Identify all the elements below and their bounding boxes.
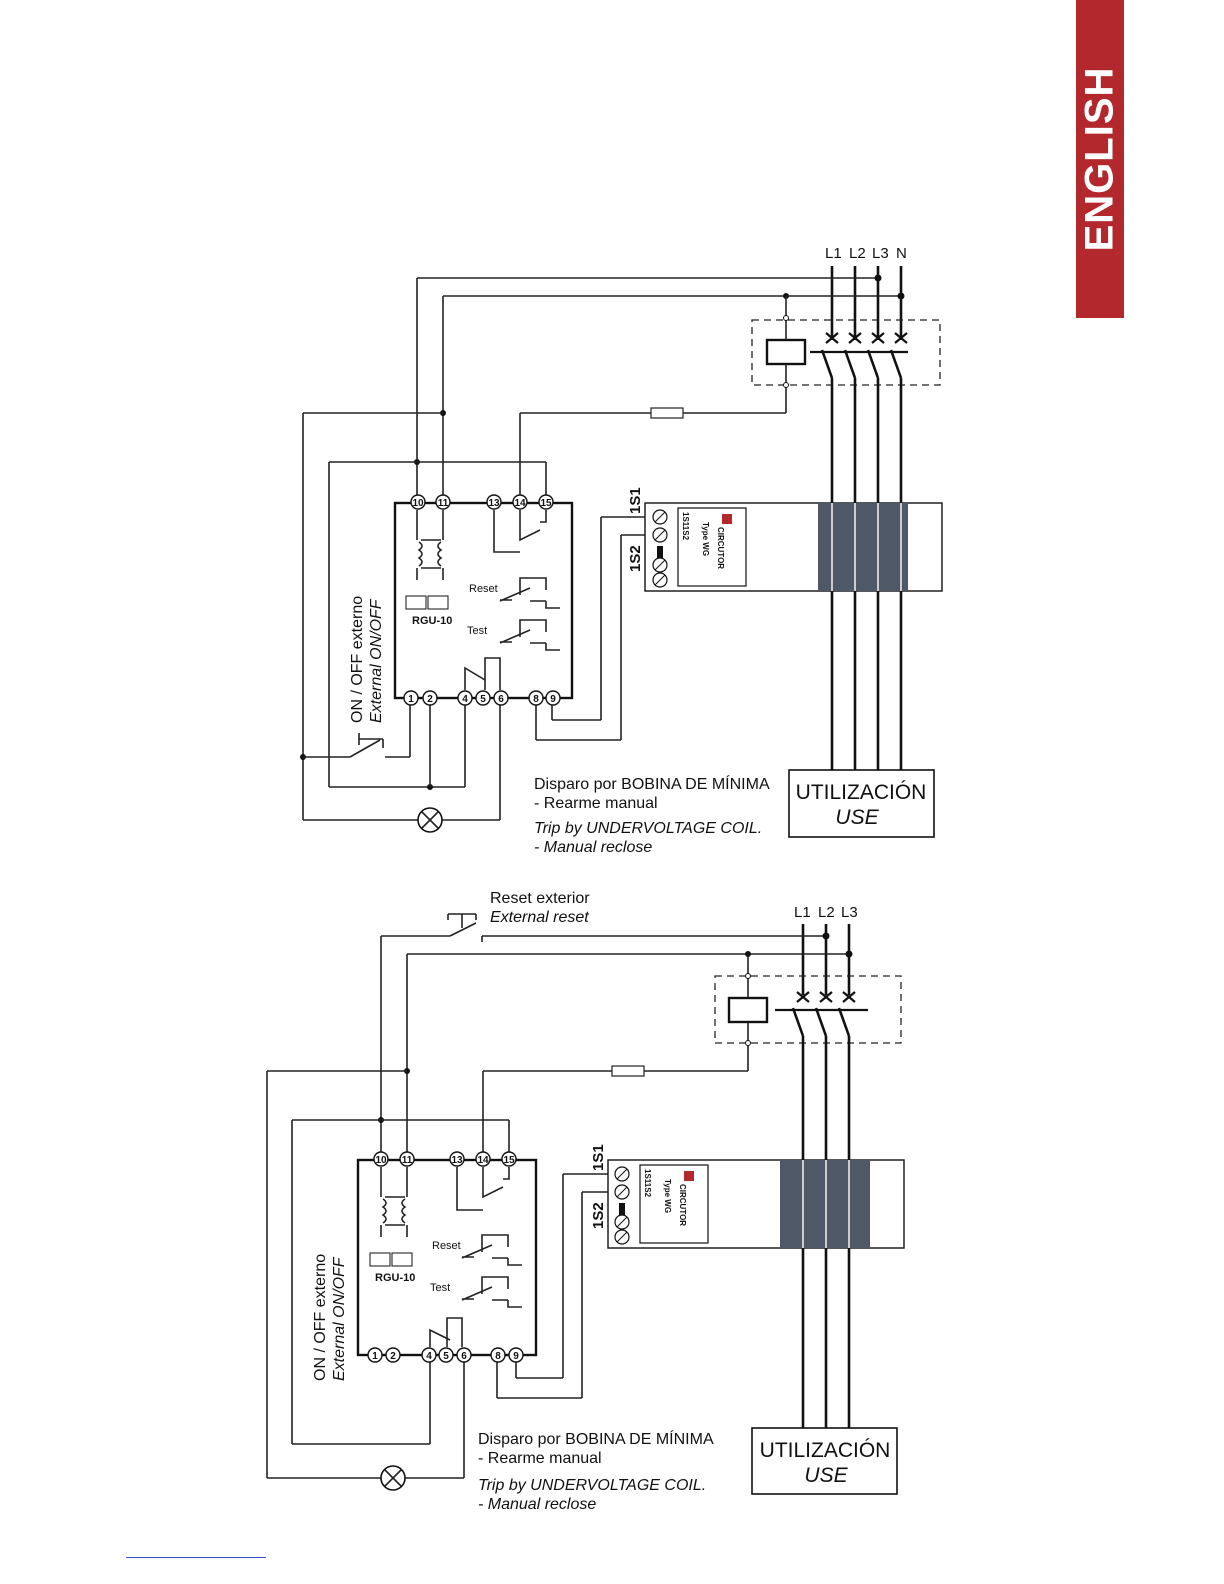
terminal-4: 4 (426, 1351, 432, 1362)
onoff-label-en: External ON/OFF (368, 598, 385, 723)
test-button-label: Test (467, 625, 487, 637)
load-label-es: UTILIZACIÓN (760, 1439, 891, 1462)
wg-code-label: 1S11S2 (643, 1169, 652, 1198)
relay-internals (405, 510, 560, 690)
terminal-14: 14 (477, 1155, 489, 1166)
terminals-top-row: 10 11 13 14 15 (410, 494, 554, 510)
terminal-13: 13 (451, 1155, 463, 1166)
indicator-lamp (380, 1465, 406, 1491)
footnote-separator (126, 1557, 266, 1558)
terminal-15: 15 (503, 1155, 515, 1166)
terminal-10: 10 (375, 1155, 387, 1166)
caption-es-line1: Disparo por BOBINA DE MÍNIMA (478, 1429, 714, 1448)
wiring-top (300, 274, 905, 821)
undervoltage-coil (765, 338, 807, 366)
wg-code-label: 1S11S2 (681, 512, 690, 541)
terminal-4: 4 (462, 694, 468, 705)
caption-es-line2: - Rearme manual (534, 795, 658, 812)
caption-en-line1: Trip by UNDERVOLTAGE COIL. (478, 1477, 706, 1494)
terminal-10: 10 (412, 498, 424, 509)
onoff-label-es: ON / OFF externo (312, 1254, 329, 1381)
caption-en-line2: - Manual reclose (478, 1496, 596, 1513)
load-label-en: USE (835, 806, 879, 829)
wg-transformer (607, 1159, 905, 1249)
terminal-15: 15 (540, 498, 552, 509)
terminal-2: 2 (390, 1351, 396, 1362)
onoff-label-es: ON / OFF externo (349, 596, 366, 723)
diagram-top: L1 L2 L3 N (300, 245, 943, 856)
terminal-13: 13 (488, 498, 500, 509)
terminal-8: 8 (533, 694, 539, 705)
wg-brand-label: CIRCUTOR (678, 1184, 687, 1226)
wg-terminal-1s2: 1S2 (590, 1202, 607, 1229)
wg-terminal-1s2: 1S2 (627, 545, 644, 572)
phase-label-l1: L1 (794, 904, 811, 921)
load-label-es: UTILIZACIÓN (796, 781, 927, 804)
terminal-1: 1 (372, 1351, 378, 1362)
relay-internals (369, 1167, 522, 1347)
wiring-bottom (266, 913, 853, 1479)
terminal-1: 1 (408, 694, 414, 705)
terminal-5: 5 (443, 1351, 449, 1362)
phase-lines-top (830, 266, 903, 340)
caption-en-line1: Trip by UNDERVOLTAGE COIL. (534, 820, 762, 837)
load-label-en: USE (804, 1464, 848, 1487)
diagram-bottom: L1 L2 L3 (266, 890, 905, 1513)
load-box (788, 769, 935, 838)
phase-label-n: N (896, 245, 907, 262)
phase-label-l1: L1 (825, 245, 842, 262)
breaker-contacts (810, 332, 908, 379)
reset-button-label: Reset (469, 583, 498, 595)
terminal-9: 9 (550, 694, 556, 705)
terminal-6: 6 (461, 1351, 467, 1362)
terminal-6: 6 (498, 694, 504, 705)
terminal-9: 9 (513, 1351, 519, 1362)
wg-terminal-1s1: 1S1 (627, 487, 644, 514)
caption-es-line2: - Rearme manual (478, 1450, 602, 1467)
undervoltage-coil (727, 996, 769, 1024)
terminals-top-row: 10 11 13 14 15 (373, 1151, 517, 1167)
terminals-bottom-row: 1 2 4 5 6 8 9 (367, 1347, 524, 1363)
onoff-label-en: External ON/OFF (331, 1256, 348, 1381)
terminal-2: 2 (427, 694, 433, 705)
phase-label-l2: L2 (818, 904, 835, 921)
phase-label-l2: L2 (849, 245, 866, 262)
test-button-label: Test (430, 1282, 450, 1294)
terminal-14: 14 (514, 498, 526, 509)
terminal-11: 11 (438, 498, 449, 509)
wg-brand-label: CIRCUTOR (716, 527, 725, 569)
caption-en-line2: - Manual reclose (534, 839, 652, 856)
reset-exterior-label-en: External reset (490, 909, 589, 926)
reset-exterior-label-es: Reset exterior (490, 890, 590, 907)
wg-type-label: Type WG (701, 522, 710, 556)
terminal-5: 5 (480, 694, 486, 705)
wg-transformer (644, 502, 943, 592)
load-box (751, 1427, 898, 1495)
breaker-box (714, 975, 902, 1044)
indicator-lamp (417, 807, 443, 833)
caption-es-line1: Disparo por BOBINA DE MÍNIMA (534, 774, 770, 793)
wg-type-label: Type WG (663, 1179, 672, 1213)
phase-label-l3: L3 (841, 904, 858, 921)
language-tab[interactable]: ENGLISH (1076, 0, 1124, 318)
reset-button-label: Reset (432, 1240, 461, 1252)
device-model-label: RGU-10 (412, 615, 452, 627)
phase-label-l3: L3 (872, 245, 889, 262)
terminals-bottom-row: 1 2 4 5 6 8 9 (403, 690, 561, 706)
terminal-8: 8 (495, 1351, 501, 1362)
terminal-11: 11 (402, 1155, 413, 1166)
breaker-box (751, 319, 941, 386)
wg-terminal-1s1: 1S1 (590, 1144, 607, 1171)
breaker-contacts (775, 991, 868, 1037)
device-model-label: RGU-10 (375, 1272, 415, 1284)
